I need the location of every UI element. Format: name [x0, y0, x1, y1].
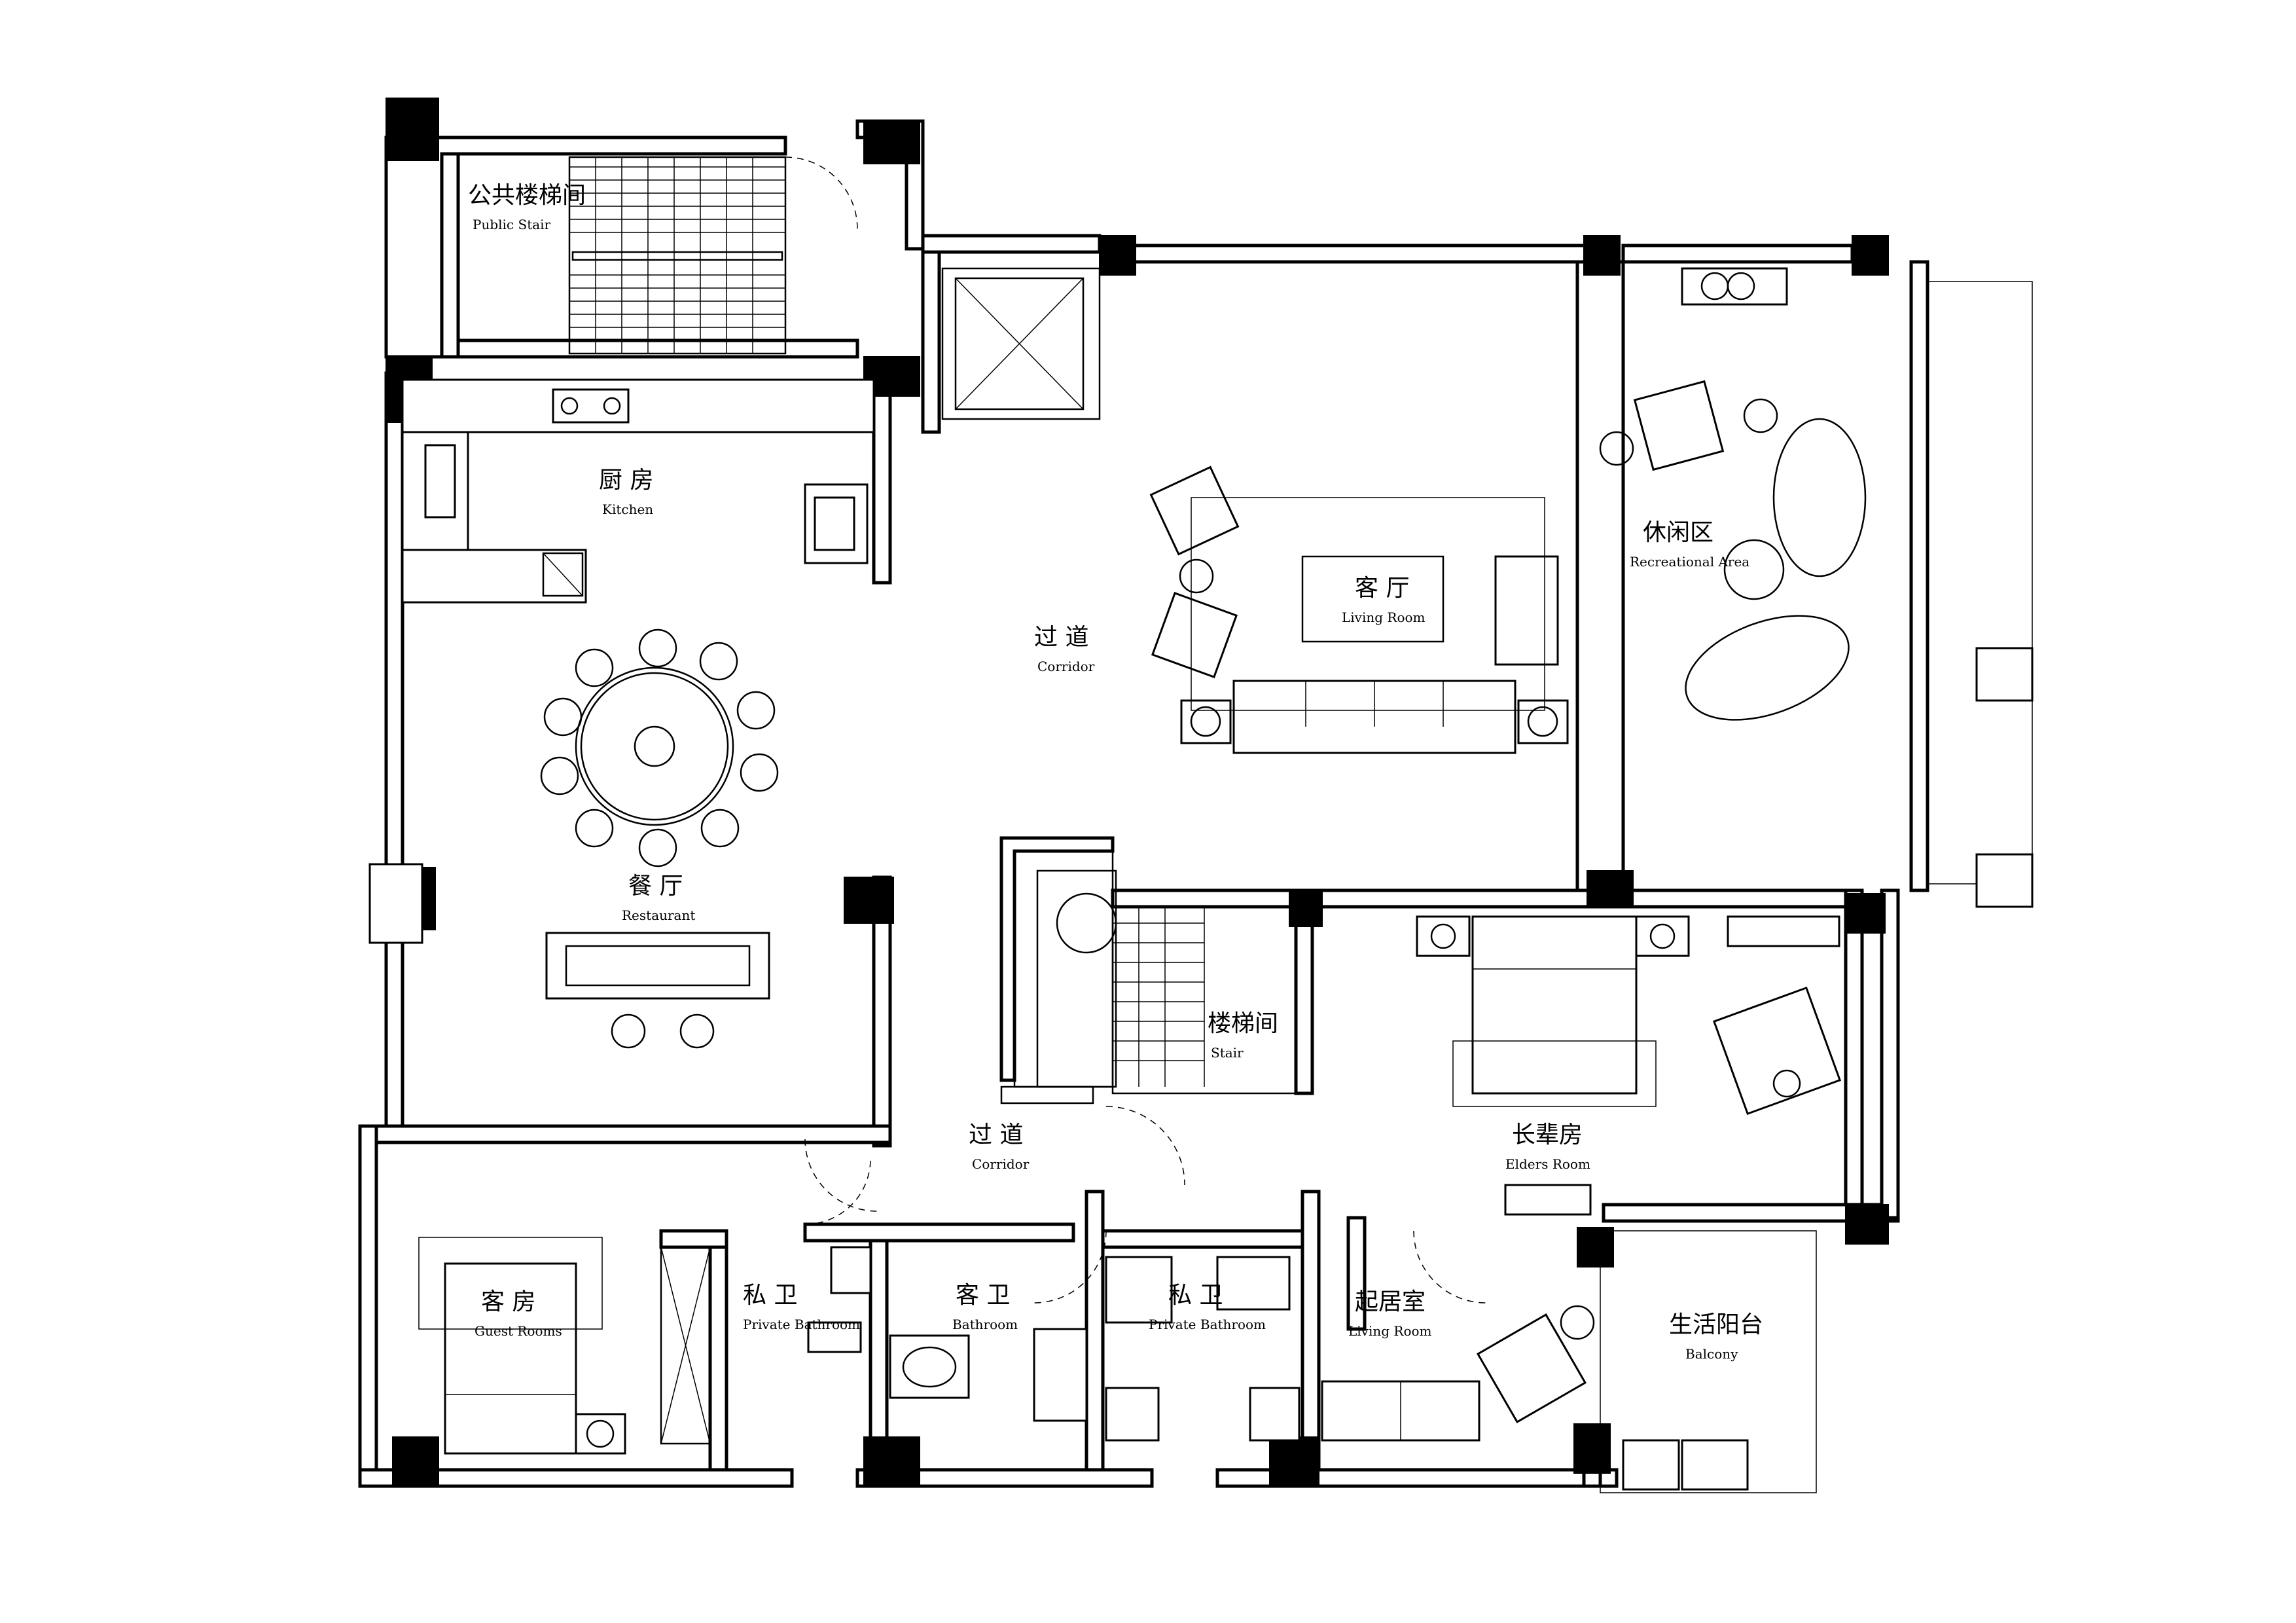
label-kitchen-cn: 厨 房 [599, 467, 653, 494]
label-private-bath-left-cn: 私 卫 [743, 1282, 797, 1309]
label-guest-rooms-cn: 客 房 [481, 1288, 535, 1315]
label-stair-en: Stair [1211, 1045, 1244, 1061]
label-guest-bath-en: Bathroom [952, 1317, 1018, 1332]
label-corridor-top-cn: 过 道 [1034, 624, 1088, 651]
label-guest-rooms-en: Guest Rooms [475, 1323, 562, 1339]
dining-set [368, 629, 779, 1049]
guest-room-furniture [418, 1158, 871, 1455]
elevator [941, 267, 1101, 420]
label-elders-room-cn: 长辈房 [1512, 1122, 1583, 1148]
label-living-room-cn: 客 厅 [1355, 575, 1409, 602]
label-public-stair-en: Public Stair [473, 217, 551, 232]
elders-room-furniture [1416, 915, 1842, 1216]
interior-stair [1000, 850, 1297, 1104]
door-swings [804, 1106, 1486, 1304]
label-elders-room-en: Elders Room [1505, 1156, 1590, 1172]
label-corridor-bottom-cn: 过 道 [969, 1122, 1023, 1148]
label-restaurant-cn: 餐 厅 [628, 873, 683, 900]
label-corridor-bottom-en: Corridor [972, 1156, 1030, 1172]
label-guest-bath-cn: 客 卫 [956, 1282, 1010, 1309]
living-room-small-furniture [1321, 1230, 1817, 1493]
label-restaurant-en: Restaurant [622, 907, 695, 923]
label-kitchen-en: Kitchen [602, 501, 653, 517]
label-private-bath-left-en: Private Bathroom [743, 1317, 860, 1332]
room-labels: 公共楼梯间 Public Stair 厨 房 Kitchen 餐 厅 Resta… [468, 182, 1763, 1362]
label-recreational-cn: 休闲区 [1643, 519, 1713, 546]
label-private-bath-right-en: Private Bathroom [1149, 1317, 1266, 1332]
recreational-furniture [1599, 267, 2034, 908]
label-recreational-en: Recreational Area [1630, 554, 1749, 570]
structural-columns [386, 98, 1889, 1487]
label-stair-cn: 楼梯间 [1208, 1010, 1278, 1037]
label-private-bath-right-cn: 私 卫 [1168, 1282, 1223, 1309]
living-room-furniture [1149, 465, 1569, 754]
label-public-stair-cn: 公共楼梯间 [468, 182, 586, 209]
label-living-room-en: Living Room [1342, 610, 1426, 625]
label-living-room-small-cn: 起居室 [1355, 1288, 1426, 1315]
label-balcony-en: Balcony [1685, 1346, 1738, 1362]
label-balcony-cn: 生活阳台 [1669, 1311, 1763, 1338]
kitchen-fixtures [401, 378, 875, 604]
label-corridor-top-en: Corridor [1037, 659, 1095, 674]
bathroom-fixtures [807, 1246, 1300, 1442]
public-stair-treads [568, 156, 858, 355]
label-living-room-small-en: Living Room [1348, 1323, 1432, 1339]
